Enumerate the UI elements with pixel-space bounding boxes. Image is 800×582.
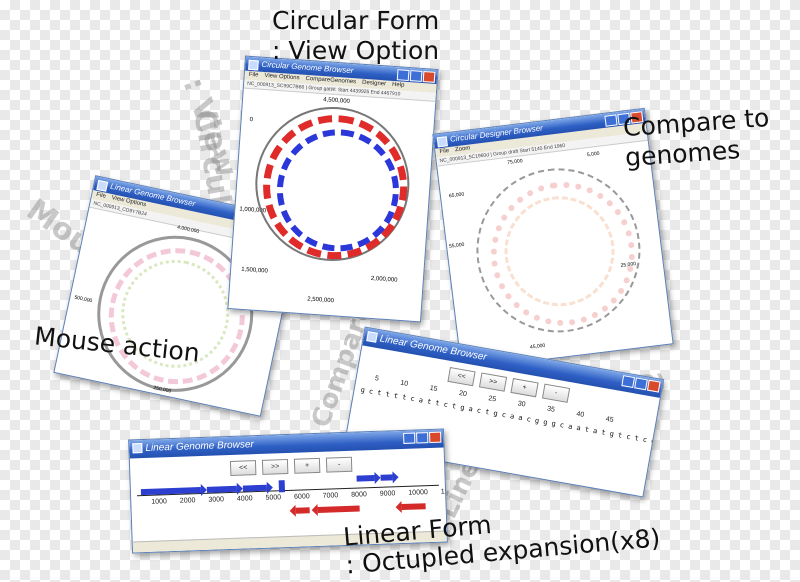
ruler-tick: 2000 [179,497,196,505]
app-icon [436,136,448,148]
gene-marker[interactable] [278,480,286,493]
caption-line: Circular Form [272,6,440,35]
window-titlebar[interactable]: Linear Genome Browser [129,429,444,459]
ruler-tick: 10000 [408,489,428,497]
axis-label: 4,500,000 [322,97,351,105]
window-controls[interactable] [621,375,661,393]
ruler-tick: 30 [517,400,527,409]
axis-label: 45,000 [529,342,546,351]
reverse-gene-arrow[interactable] [317,505,360,513]
app-icon [366,331,378,343]
axis-label: 2,000,000 [370,275,398,284]
close-icon[interactable] [429,431,442,444]
zoom-in-button[interactable]: + [510,378,539,398]
axis-label: 2,500,000 [307,296,335,305]
ruler-tick: 3000 [208,496,225,504]
ghost-text: : View [175,72,244,183]
app-icon [248,59,259,71]
ruler-tick: 25 [487,395,497,404]
zoom-in-button[interactable]: + [293,457,321,474]
axis-label: 65,000 [448,191,465,200]
caption-circular-form: Circular Form : View Option [272,6,439,66]
ruler-tick: 4000 [236,495,253,503]
maximize-icon[interactable] [634,377,648,391]
maximize-icon[interactable] [409,70,423,82]
axis-label: 75,000 [507,158,523,166]
axis-label: 55,000 [448,241,465,250]
minimize-icon[interactable] [396,69,410,82]
ruler-tick: 10 [399,379,409,388]
circular-window-center[interactable]: Circular Genome Browser File View Option… [227,55,439,323]
close-icon[interactable] [646,379,661,393]
reverse-gene-arrow[interactable] [295,507,310,514]
app-icon [96,179,109,192]
app-icon [132,443,143,454]
window-controls[interactable] [396,69,436,83]
forward-gene-arrow[interactable] [356,474,375,482]
maximize-icon[interactable] [416,432,429,444]
close-icon[interactable] [422,71,436,83]
ruler-tick: 45 [605,415,615,425]
axis-label: 0 [249,117,254,124]
forward-gene-arrow[interactable] [242,484,267,492]
zoom-out-button[interactable]: - [541,383,571,403]
ruler-tick: 1000 [151,498,168,506]
zoom-out-button[interactable]: - [325,456,353,473]
ruler-tick: 35 [546,405,556,414]
axis-label: 500,000 [73,294,93,305]
window-title: Linear Genome Browser [145,439,254,454]
reverse-gene-arrow[interactable] [401,503,426,511]
ruler-tick: 6000 [293,493,310,501]
minimize-icon[interactable] [621,375,636,389]
scroll-right-button[interactable]: >> [261,458,289,475]
minimize-icon[interactable] [604,114,618,127]
ruler-tick: 5000 [265,494,282,502]
scroll-left-button[interactable]: << [229,460,257,476]
ruler-tick: 8000 [351,491,367,499]
axis-label: 5,000 [586,150,600,159]
forward-gene-arrow[interactable] [206,485,237,493]
forward-gene-arrow[interactable] [380,474,393,481]
minimize-icon[interactable] [403,432,416,444]
scroll-right-button[interactable]: >> [478,372,508,392]
window-controls[interactable] [403,431,442,444]
caption-compare: Compare to genomes [622,103,772,173]
axis-label: 1,500,000 [240,266,268,275]
scroll-left-button[interactable]: << [447,366,476,387]
ruler-tick: 7000 [322,492,339,500]
ruler-tick: 20 [458,389,468,399]
ruler-tick: 40 [575,410,585,419]
caption-line: : View Option [272,36,440,65]
ruler-tick: 9000 [379,490,396,498]
ruler-tick: 15 [429,384,438,394]
ruler-tick: 5 [374,375,380,383]
